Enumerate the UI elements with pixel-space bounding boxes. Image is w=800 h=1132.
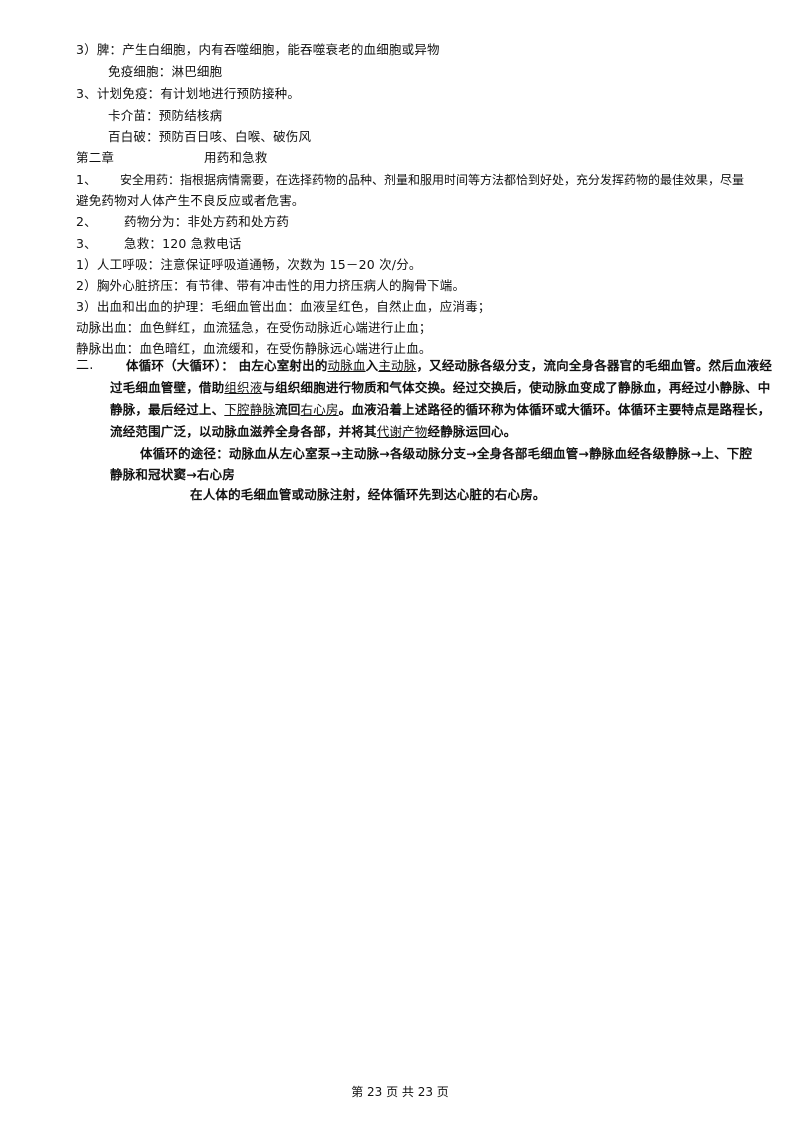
term-tissue-fluid: 组织液	[224, 380, 263, 395]
term-metabolic-products: 代谢产物	[376, 424, 428, 439]
safe-drug-number: 1、	[76, 172, 97, 187]
circulation-text: 过毛细血管壁，借助	[110, 380, 225, 395]
circulation-heading: 体循环（大循环）：	[126, 358, 235, 373]
page-footer: 第 23 页 共 23 页	[351, 1085, 449, 1099]
spleen-line: 3）脾：产生白细胞，内有吞噬细胞，能吞噬衰老的血细胞或异物	[76, 42, 440, 57]
chest-compression-line: 2）胸外心脏挤压：有节律、带有冲击性的用力挤压病人的胸骨下端。	[76, 278, 466, 293]
immune-cells-line: 免疫细胞：淋巴细胞	[108, 64, 223, 79]
circulation-paragraph-line-4: 流经范围广泛，以动脉血滋养全身各部，并将其代谢产物经静脉运回心。	[110, 424, 516, 440]
circulation-text: 经静脉运回心。	[427, 424, 517, 439]
term-arterial-blood: 动脉血	[327, 358, 366, 373]
chapter-label: 第二章	[76, 150, 115, 165]
venous-bleeding-line: 静脉出血：血色暗红，血流缓和，在受伤静脉远心端进行止血。	[76, 341, 432, 356]
term-right-atrium: 右心房	[300, 402, 339, 417]
safe-drug-text: 安全用药：指根据病情需要，在选择药物的品种、剂量和服用时间等方法都恰到好处，充分…	[120, 173, 745, 187]
arterial-bleeding-line: 动脉出血：血色鲜红，血流猛急，在受伤动脉近心端进行止血；	[76, 320, 432, 335]
drug-types-text: 药物分为：非处方药和处方药	[124, 214, 290, 229]
circulation-text: 流回	[275, 402, 301, 417]
circulation-text: 流经范围广泛，以动脉血滋养全身各部，并将其	[110, 424, 377, 439]
circulation-route-line-2: 静脉和冠状窦→右心房	[110, 467, 235, 482]
dtp-vaccine-line: 百白破：预防百日咳、白喉、破伤风	[108, 129, 312, 144]
safe-drug-text-cont: 避免药物对人体产生不良反应或者危害。	[76, 193, 305, 208]
circulation-text: 入	[365, 358, 379, 373]
bleeding-care-line: 3）出血和出血的护理：毛细血管出血：血液呈红色，自然止血，应消毒；	[76, 299, 491, 314]
circulation-route-line-1: 体循环的途径：动脉血从左心室泵→主动脉→各级动脉分支→全身各部毛细血管→静脉血经…	[140, 446, 753, 461]
circulation-text: ，又经动脉各级分支，流向全身各器官的毛细血管。然后血液经	[416, 358, 773, 373]
injection-note: 在人体的毛细血管或动脉注射，经体循环先到达心脏的右心房。	[190, 487, 546, 502]
first-aid-number: 3、	[76, 236, 97, 251]
chapter-title: 用药和急救	[204, 150, 268, 165]
term-vena-cava: 下腔静脉	[224, 402, 276, 417]
circulation-text: 。血液沿着上述路径的循环称为体循环或大循环。体循环主要特点是路程长，	[338, 402, 771, 417]
circulation-text: 与组织细胞进行物质和气体交换。经过交换后，使动脉血变成了静脉血，再经过小静脉、中	[262, 380, 771, 395]
circulation-number: 二.	[76, 358, 94, 373]
bcg-vaccine-line: 卡介苗：预防结核病	[108, 108, 223, 123]
planned-immunization-line: 3、计划免疫：有计划地进行预防接种。	[76, 86, 301, 101]
term-aorta: 主动脉	[378, 358, 417, 373]
rescue-breathing-line: 1）人工呼吸：注意保证呼吸道通畅，次数为 15－20 次/分。	[76, 257, 422, 272]
drug-types-number: 2、	[76, 214, 97, 229]
circulation-paragraph-line-1: 体循环（大循环）： 由左心室射出的动脉血入主动脉，又经动脉各级分支，流向全身各器…	[126, 358, 772, 374]
circulation-paragraph-line-3: 静脉，最后经过上、下腔静脉流回右心房。血液沿着上述路径的循环称为体循环或大循环。…	[110, 402, 770, 418]
circulation-text: 静脉，最后经过上、	[110, 402, 225, 417]
circulation-paragraph-line-2: 过毛细血管壁，借助组织液与组织细胞进行物质和气体交换。经过交换后，使动脉血变成了…	[110, 380, 770, 396]
circulation-text: 由左心室射出的	[238, 358, 328, 373]
first-aid-text: 急救：120 急救电话	[124, 236, 242, 251]
